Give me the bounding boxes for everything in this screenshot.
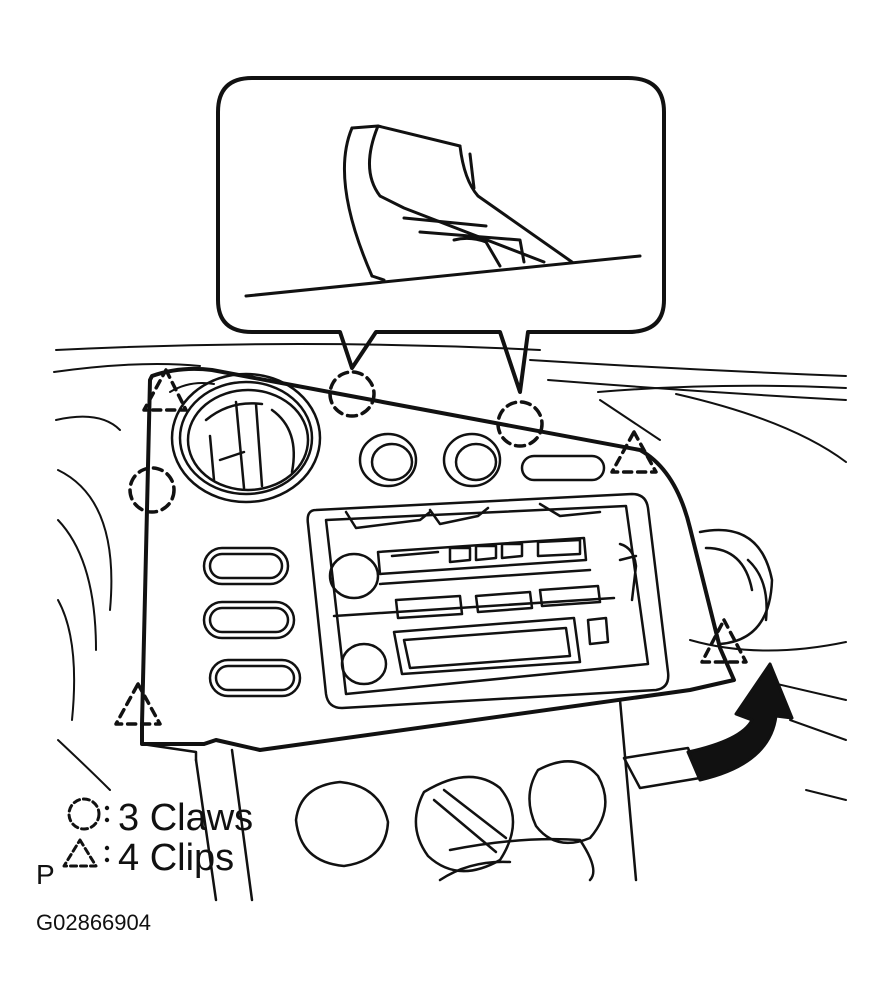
detail-callout xyxy=(216,76,666,394)
corner-letter: P xyxy=(36,859,55,890)
claw-marker-1 xyxy=(128,466,176,514)
hazard-knob-pair xyxy=(358,432,502,488)
bezel-inner-edge xyxy=(169,382,215,393)
clip-marker-4 xyxy=(114,682,162,726)
figure-code: G02866904 xyxy=(36,910,151,935)
dashboard-background xyxy=(53,343,847,801)
clip-marker-1 xyxy=(142,368,188,412)
bezel-bottom-tab xyxy=(140,742,198,762)
removal-direction-arrow xyxy=(622,662,794,790)
arrow-body xyxy=(686,662,794,782)
lower-console xyxy=(194,698,638,902)
top-pill-button xyxy=(520,454,606,482)
clip-markers xyxy=(114,368,748,726)
clip-marker-3 xyxy=(700,618,748,664)
callout-surface-line xyxy=(244,254,642,298)
claw-marker-2 xyxy=(328,370,376,418)
legend-claws-label: 3 Claws xyxy=(118,797,253,839)
claw-marker-3 xyxy=(496,400,544,448)
claw-detail-drawing xyxy=(343,124,574,282)
center-cluster-bezel-outline xyxy=(140,366,736,752)
legend-clip-symbol xyxy=(62,838,98,868)
left-pill-buttons xyxy=(202,546,302,698)
air-vent-left xyxy=(170,372,322,504)
clip-marker-2 xyxy=(610,430,658,474)
audio-head-unit xyxy=(306,492,670,710)
callout-bubble-outline xyxy=(216,76,666,394)
legend-clips-label: 4 Clips xyxy=(118,837,234,879)
legend-claw-symbol xyxy=(67,797,101,831)
air-vent-right xyxy=(698,528,774,646)
legend-colons xyxy=(104,805,110,863)
claw-markers xyxy=(128,370,544,514)
